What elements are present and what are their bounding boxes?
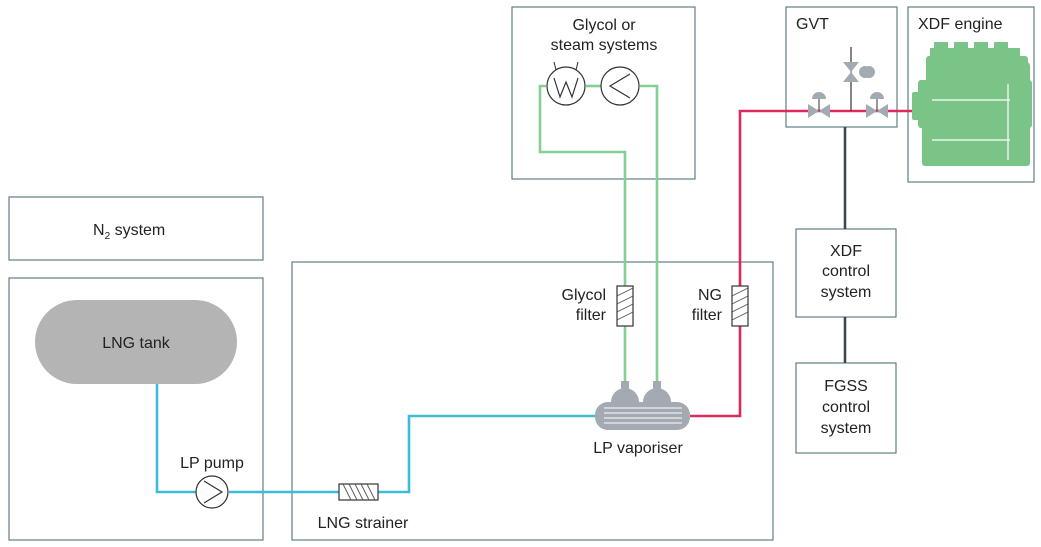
vaporiser-icon (595, 381, 690, 430)
lng-tank-box (8, 277, 264, 541)
xdf-engine-label: XDF engine (918, 16, 1003, 33)
heat-exchanger-icon (546, 61, 586, 106)
strainer-icon (338, 483, 379, 501)
gvt-label: GVT (796, 16, 829, 33)
valve-icon (808, 92, 830, 118)
glycol-filter-label-2: filter (576, 307, 607, 324)
fgss-control-label: FGSS (824, 378, 868, 395)
xdf-control-label: XDF (830, 243, 862, 260)
lng-line (155, 383, 196, 494)
valve-icon (843, 62, 875, 82)
ng-filter-label-2: filter (692, 307, 723, 324)
glycol-filter-label: Glycol (562, 287, 606, 304)
fgss-control-label-2: control (822, 399, 870, 416)
lp-vaporiser-label: LP vaporiser (593, 440, 683, 457)
n2-system-box (8, 196, 264, 261)
glycol-systems-label: Glycol or (572, 17, 636, 34)
filter-icon (616, 285, 634, 327)
valve-icon (866, 92, 888, 118)
pump-icon (600, 66, 640, 106)
glycol-systems-label-2: steam systems (551, 37, 658, 54)
pump-icon (195, 475, 229, 509)
glycol-return-line (640, 84, 659, 383)
ng-line (690, 109, 796, 418)
glycol-systems-box (511, 6, 696, 180)
xdf-engine-box (907, 6, 1035, 183)
lp-pump-label: LP pump (180, 455, 244, 472)
ng-filter-label: NG (698, 287, 722, 304)
gvt-box (785, 6, 898, 128)
fgss-control-label-3: system (821, 420, 872, 437)
lng-tank (35, 300, 237, 384)
glycol-supply-line-2 (538, 84, 627, 326)
lng-tank-label: LNG tank (102, 335, 171, 352)
lng-strainer-label: LNG strainer (318, 515, 409, 532)
lng-line-3 (378, 414, 595, 494)
n2-system-label: N2 system (93, 222, 165, 242)
process-box (291, 261, 774, 541)
engine-icon (912, 42, 1032, 166)
xdf-control-label-2: control (822, 263, 870, 280)
xdf-control-label-3: system (821, 284, 872, 301)
filter-icon (731, 285, 749, 327)
